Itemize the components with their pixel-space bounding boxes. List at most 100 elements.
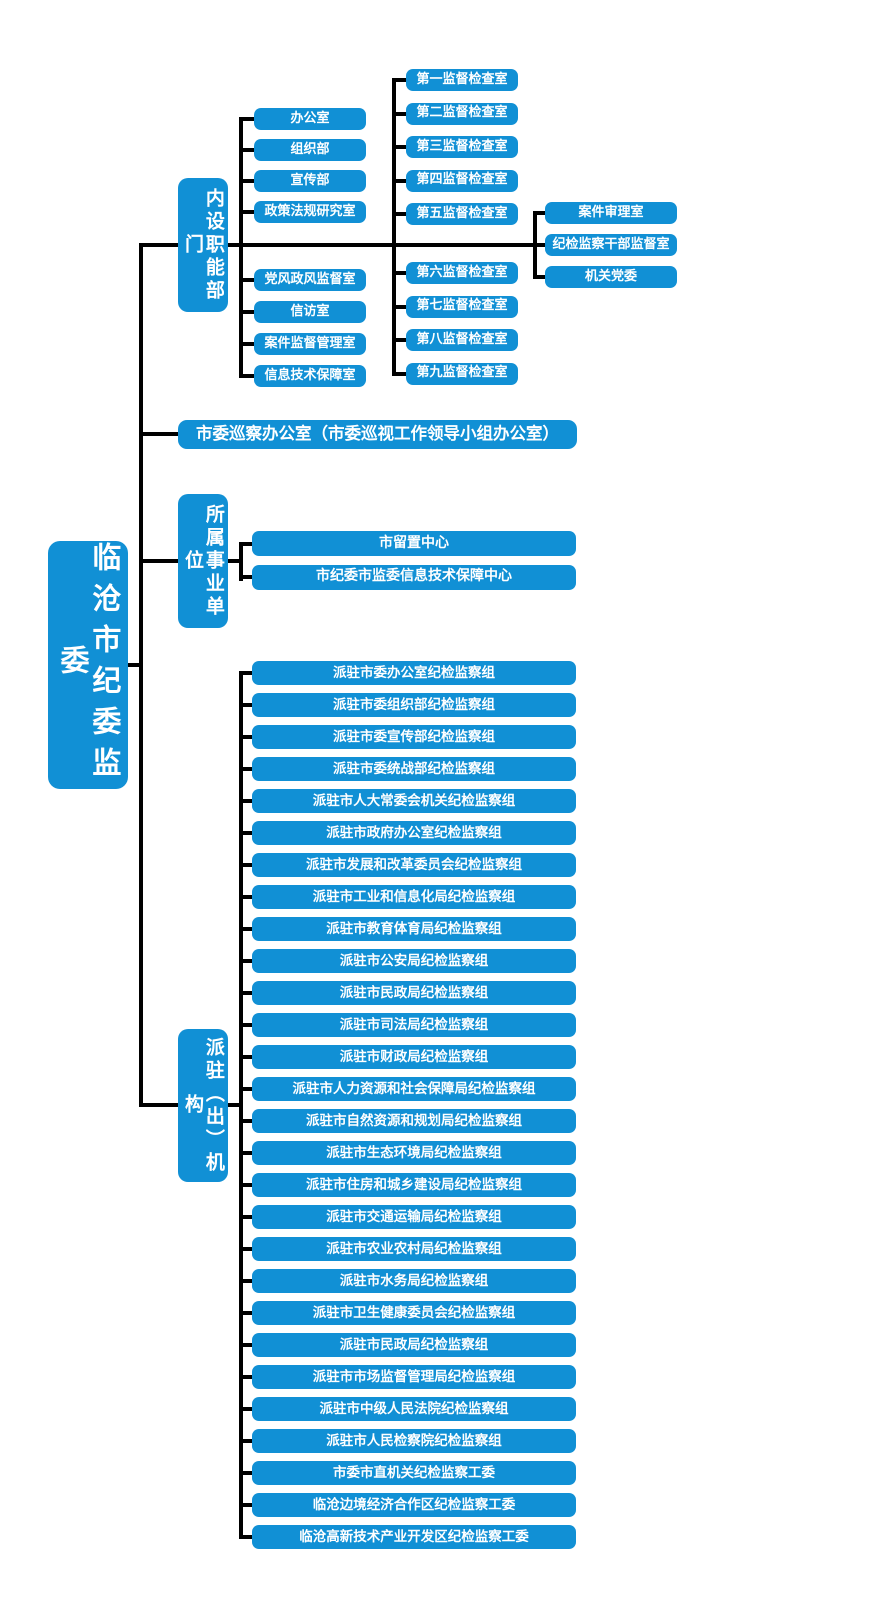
org-node: 派驻市中级人民法院纪检监察组 <box>252 1397 576 1421</box>
org-node: 派驻市教育体育局纪检监察组 <box>252 917 576 941</box>
org-node-row: 临沧边境经济合作区纪检监察工委 <box>239 1493 576 1517</box>
connector-tick <box>239 1055 252 1059</box>
org-node-row: 组织部 <box>239 139 366 161</box>
internal-col-a-top-list: 办公室 组织部 宣传部 政策法规研究室 <box>239 108 366 223</box>
org-node: 机关党委 <box>545 266 677 288</box>
org-node: 派驻市委统战部纪检监察组 <box>252 757 576 781</box>
connector-tick <box>239 895 252 899</box>
org-node-row: 第五监督检查室 <box>392 203 518 225</box>
connector-tick <box>533 275 545 279</box>
connector-tick <box>239 179 254 183</box>
connector-tick <box>239 671 252 675</box>
org-node: 办公室 <box>254 108 366 130</box>
connector-tick <box>239 1439 252 1443</box>
org-node-row: 派驻市公安局纪检监察组 <box>239 949 576 973</box>
connector-trunk <box>139 243 143 1107</box>
connector-tick <box>239 991 252 995</box>
org-node: 派驻市人大常委会机关纪检监察组 <box>252 789 576 813</box>
connector-tick <box>239 1279 252 1283</box>
connector-tick <box>239 1471 252 1475</box>
connector-tick <box>239 735 252 739</box>
org-node: 信访室 <box>254 301 366 323</box>
org-node: 第四监督检查室 <box>406 169 518 192</box>
connector-internal-main <box>228 243 537 247</box>
org-node: 派驻市交通运输局纪检监察组 <box>252 1205 576 1229</box>
branch-label-institutions: 所属事业单位 <box>178 494 228 628</box>
org-node-row: 派驻市人力资源和社会保障局纪检监察组 <box>239 1077 576 1101</box>
org-node-row: 第九监督检查室 <box>392 362 518 385</box>
connector-tick <box>239 1023 252 1027</box>
connector-branch-institutions <box>139 559 178 563</box>
connector-tick <box>239 959 252 963</box>
org-node-row: 信息技术保障室 <box>239 365 366 387</box>
org-node-row: 派驻市农业农村局纪检监察组 <box>239 1237 576 1261</box>
connector-tick <box>533 243 545 247</box>
connector-tick <box>239 374 254 378</box>
org-node-row: 派驻市卫生健康委员会纪检监察组 <box>239 1301 576 1325</box>
org-node: 宣传部 <box>254 170 366 192</box>
branch-label-internal-departments: 内设职能部门 <box>178 178 228 312</box>
org-node-row: 派驻市司法局纪检监察组 <box>239 1013 576 1037</box>
connector-tick <box>239 278 254 282</box>
connector-tick <box>239 148 254 152</box>
connector-tick <box>239 342 254 346</box>
connector-tick <box>392 304 406 309</box>
connector-bracket-dispatched <box>239 671 243 1539</box>
org-node-row: 纪检监察干部监督室 <box>533 234 677 256</box>
connector-tick <box>239 541 252 546</box>
org-node-row: 第二监督检查室 <box>392 102 518 125</box>
connector-tick <box>239 1343 252 1347</box>
connector-tick <box>239 1151 252 1155</box>
org-node: 派驻市委办公室纪检监察组 <box>252 661 576 685</box>
connector-tick <box>392 338 406 342</box>
org-node: 派驻市民政局纪检监察组 <box>252 981 576 1005</box>
internal-col-b-bottom-list: 第六监督检查室 第七监督检查室 第八监督检查室 第九监督检查室 <box>392 262 518 385</box>
institutions-list: 市留置中心 市纪委市监委信息技术保障中心 <box>239 531 576 590</box>
connector-tick <box>392 178 406 183</box>
connector-tick <box>239 1375 252 1379</box>
org-node-row: 机关党委 <box>533 266 677 288</box>
connector-tick <box>239 1247 252 1251</box>
org-node: 市留置中心 <box>252 531 576 556</box>
root-node: 临沧市纪委监委 <box>48 541 128 789</box>
connector-tick <box>239 1119 252 1123</box>
org-node: 派驻市委组织部纪检监察组 <box>252 693 576 717</box>
org-node-row: 第八监督检查室 <box>392 329 518 351</box>
org-node: 信息技术保障室 <box>254 365 366 387</box>
connector-bracket-institutions <box>239 542 243 581</box>
org-node: 第三监督检查室 <box>406 136 518 158</box>
org-node: 派驻市委宣传部纪检监察组 <box>252 725 576 749</box>
connector-tick <box>392 371 406 376</box>
connector-branch-inspection <box>139 432 178 436</box>
connector-tick <box>239 1087 252 1091</box>
org-node-row: 市纪委市监委信息技术保障中心 <box>239 564 576 590</box>
org-node-row: 派驻市委统战部纪检监察组 <box>239 757 576 781</box>
connector-tick <box>239 1503 252 1507</box>
org-node: 派驻市自然资源和规划局纪检监察组 <box>252 1109 576 1133</box>
dispatched-list: 派驻市委办公室纪检监察组 派驻市委组织部纪检监察组 派驻市委宣传部纪检监察组 派… <box>239 661 576 1549</box>
org-node-row: 第三监督检查室 <box>392 136 518 158</box>
connector-tick <box>239 799 252 803</box>
org-node-row: 派驻市人民检察院纪检监察组 <box>239 1429 576 1453</box>
connector-tick <box>239 1183 252 1187</box>
org-node: 第二监督检查室 <box>406 102 518 125</box>
connector-branch-internal <box>139 243 178 247</box>
org-node-row: 案件监督管理室 <box>239 333 366 355</box>
org-node-row: 信访室 <box>239 301 366 323</box>
org-node-row: 派驻市工业和信息化局纪检监察组 <box>239 885 576 909</box>
connector-branch-dispatched <box>139 1103 178 1107</box>
org-node: 组织部 <box>254 139 366 161</box>
org-node: 第八监督检查室 <box>406 329 518 351</box>
org-node: 第七监督检查室 <box>406 295 518 318</box>
connector-tick <box>239 831 252 835</box>
org-node-row: 派驻市委办公室纪检监察组 <box>239 661 576 685</box>
org-node: 党风政风监督室 <box>254 269 366 291</box>
org-node-row: 派驻市政府办公室纪检监察组 <box>239 821 576 845</box>
org-node-row: 第四监督检查室 <box>392 169 518 192</box>
org-node-row: 派驻市委组织部纪检监察组 <box>239 693 576 717</box>
node-inspection-office: 市委巡察办公室（市委巡视工作领导小组办公室） <box>178 420 577 449</box>
connector-tick <box>239 1407 252 1411</box>
connector-bracket-col-b <box>392 78 396 376</box>
org-node-row: 派驻市交通运输局纪检监察组 <box>239 1205 576 1229</box>
